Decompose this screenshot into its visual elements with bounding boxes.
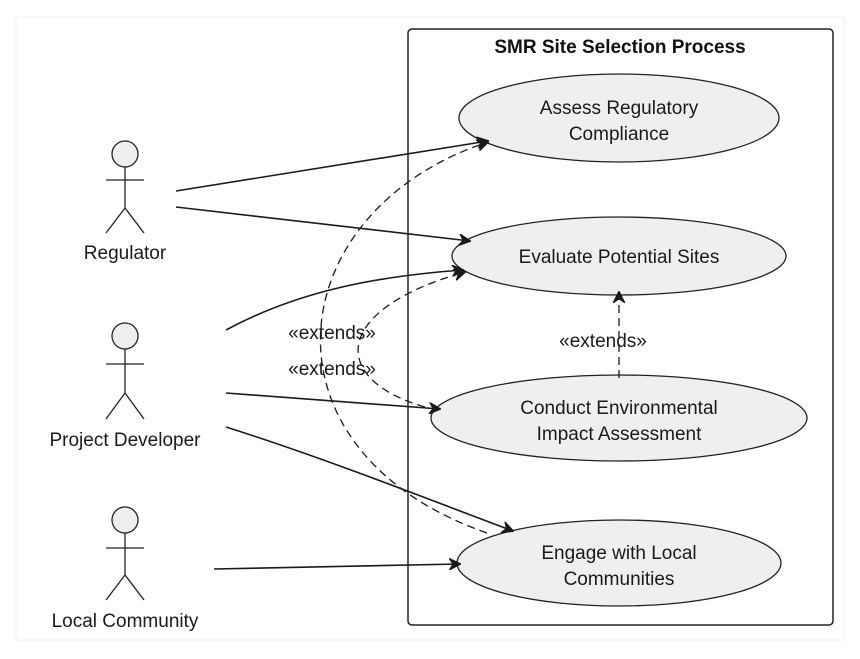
system-title: SMR Site Selection Process bbox=[494, 37, 745, 58]
use-case-label-line1: Assess Regulatory bbox=[540, 98, 699, 119]
extends-label: «extends» bbox=[288, 323, 376, 344]
use-case-label-line2: Compliance bbox=[569, 124, 669, 145]
use-case-engage-with-local-communities[interactable]: Engage with Local Communities bbox=[456, 519, 782, 607]
use-case-evaluate-potential-sites[interactable]: Evaluate Potential Sites bbox=[451, 216, 787, 296]
use-case-label-line1: Conduct Environmental bbox=[520, 398, 718, 419]
association-developer-evaluate bbox=[225, 270, 463, 331]
diagram-frame bbox=[15, 16, 845, 641]
actor-project-developer[interactable]: Project Developer bbox=[49, 322, 201, 451]
use-case-label-line1: Evaluate Potential Sites bbox=[519, 247, 720, 268]
extends-label: «extends» bbox=[288, 359, 376, 380]
use-case-label-line1: Engage with Local bbox=[541, 543, 696, 564]
actor-head-icon bbox=[111, 322, 139, 350]
association-regulator-assess bbox=[175, 141, 488, 192]
extends-conduct-to-evaluate-curve bbox=[357, 272, 465, 408]
system-boundary bbox=[407, 28, 834, 626]
use-case-label-line2: Impact Assessment bbox=[537, 424, 702, 445]
actor-head-icon bbox=[111, 506, 139, 534]
extends-engage-to-assess bbox=[319, 142, 488, 534]
association-community-engage bbox=[213, 564, 460, 569]
use-case-label-line2: Communities bbox=[564, 569, 675, 590]
use-case-assess-regulatory-compliance[interactable]: Assess Regulatory Compliance bbox=[458, 73, 780, 163]
extends-label: «extends» bbox=[559, 331, 647, 352]
use-case-conduct-environmental-impact-assessment[interactable]: Conduct Environmental Impact Assessment bbox=[430, 374, 808, 462]
association-developer-conduct bbox=[225, 392, 440, 409]
actor-regulator[interactable]: Regulator bbox=[84, 140, 167, 264]
actor-head-icon bbox=[111, 140, 139, 168]
association-developer-engage bbox=[225, 426, 513, 531]
actor-label: Regulator bbox=[84, 243, 167, 264]
actor-label: Local Community bbox=[52, 611, 199, 632]
actor-local-community[interactable]: Local Community bbox=[52, 506, 199, 632]
association-regulator-evaluate bbox=[175, 206, 470, 241]
actor-label: Project Developer bbox=[49, 430, 201, 451]
